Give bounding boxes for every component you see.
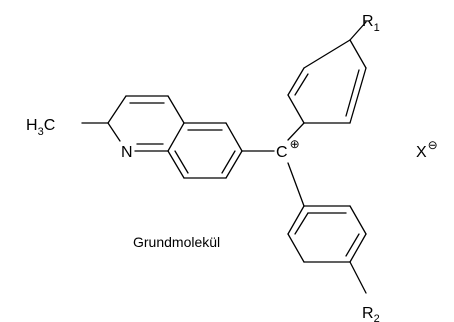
carbocation-label: C⊕ [276, 137, 300, 161]
bond-upper-ring-2-inner [294, 73, 309, 96]
upper-phenyl-ring [287, 21, 367, 141]
bond-upper-ring-r1 [349, 21, 367, 41]
bond-lower-ring-r2 [349, 261, 367, 294]
bond-c5-c6 [225, 122, 243, 152]
bond-upper-ring-3 [303, 39, 351, 69]
bond-upper-ring-2 [287, 67, 305, 96]
bond-c4-c4a [167, 95, 185, 124]
bond-c6-c7-inner [221, 150, 236, 174]
bond-lower-ring-5 [287, 233, 305, 263]
bond-n-c2 [107, 122, 121, 142]
bond-c8-c8a [167, 150, 185, 179]
caption-label: Grundmolekül [133, 234, 220, 250]
bond-c2-c3 [107, 95, 127, 124]
bond-carbocation-lower-phenyl [287, 162, 305, 207]
ring-nitrogen-label: N [121, 144, 133, 161]
counter-ion-label: X⊖ [416, 138, 438, 161]
substituent-r2-label: R2 [362, 305, 380, 322]
bond-c6-c7 [225, 150, 243, 179]
bond-lower-ring-2 [349, 205, 367, 235]
bond-upper-ring-4 [349, 39, 367, 69]
bond-lower-ring-3-inner [345, 233, 360, 257]
quinoline-ring-system [81, 95, 243, 179]
bond-upper-ring-5 [349, 67, 367, 124]
substituent-r1-label: R1 [362, 13, 380, 34]
bond-lower-ring-6 [287, 205, 305, 235]
bond-c8-c8a-inner [174, 150, 189, 174]
bond-carbocation-upper-phenyl [287, 122, 305, 141]
bond-upper-ring-1 [287, 94, 305, 124]
bond-upper-ring-5-inner [345, 69, 360, 117]
bond-lower-ring-3 [349, 233, 367, 263]
lower-phenyl-ring [287, 162, 367, 294]
bond-c4a-c8a [167, 122, 185, 152]
methyl-group-label: H3C [26, 117, 55, 138]
bond-lower-ring-6-inner [294, 212, 309, 235]
